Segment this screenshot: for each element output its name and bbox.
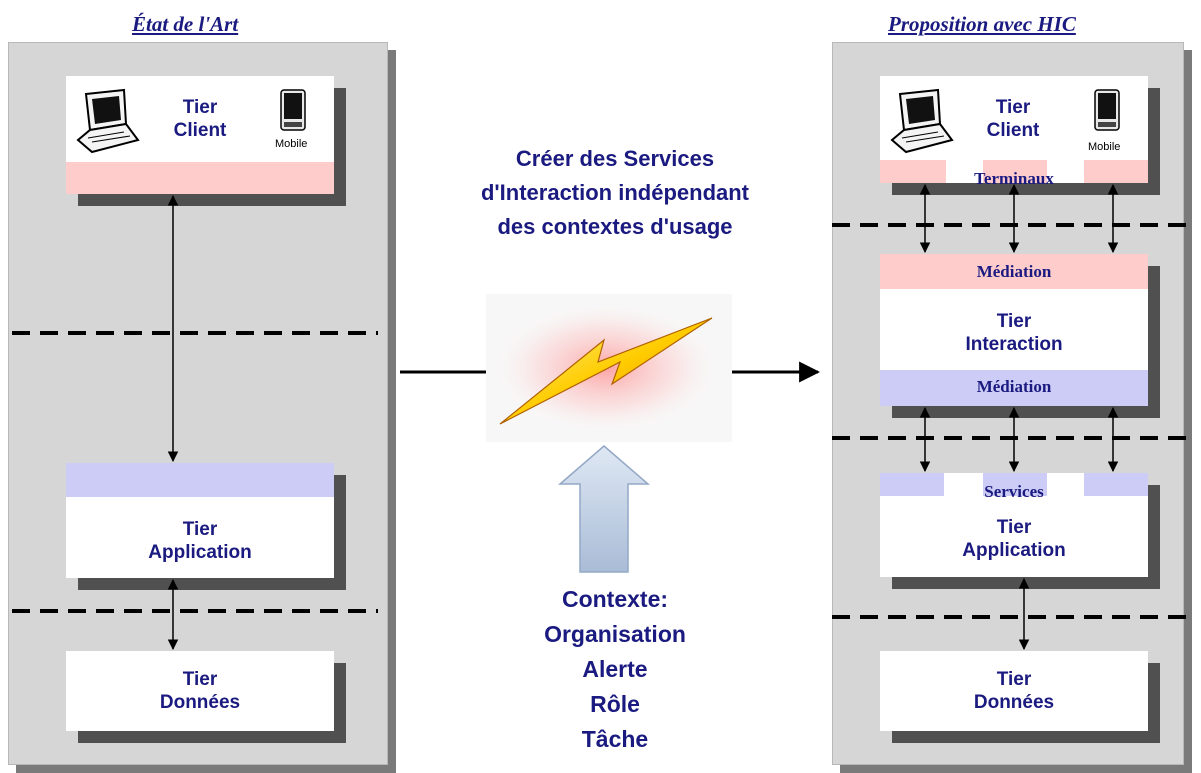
center-title: Créer des Services d'Interaction indépen… (480, 146, 750, 239)
left-client-band (66, 162, 334, 194)
right-heading: Proposition avec HIC (888, 12, 1076, 36)
mediation-top-band (880, 254, 1148, 289)
mobile-icon (280, 89, 306, 131)
context-up-arrow-icon (557, 445, 651, 573)
lightning-icon (486, 294, 732, 442)
mediation-top-label: Médiation (976, 262, 1052, 281)
right-data-box (880, 651, 1148, 731)
left-mobile-label: Mobile (275, 138, 308, 150)
context-list: Contexte: Organisation Alerte Rôle Tâche (544, 586, 686, 752)
laptop-icon (76, 88, 140, 154)
right-mobile-label: Mobile (1088, 141, 1121, 153)
left-data-box (66, 651, 334, 731)
services-label: Services (984, 482, 1044, 501)
laptop-icon (890, 88, 954, 154)
mobile-icon (1094, 89, 1120, 131)
mediation-bottom-label: Médiation (976, 377, 1052, 396)
left-heading: État de l'Art (132, 12, 239, 36)
left-application-band (66, 463, 334, 497)
terminaux-label: Terminaux (974, 169, 1054, 188)
mediation-bottom-band (880, 370, 1148, 406)
